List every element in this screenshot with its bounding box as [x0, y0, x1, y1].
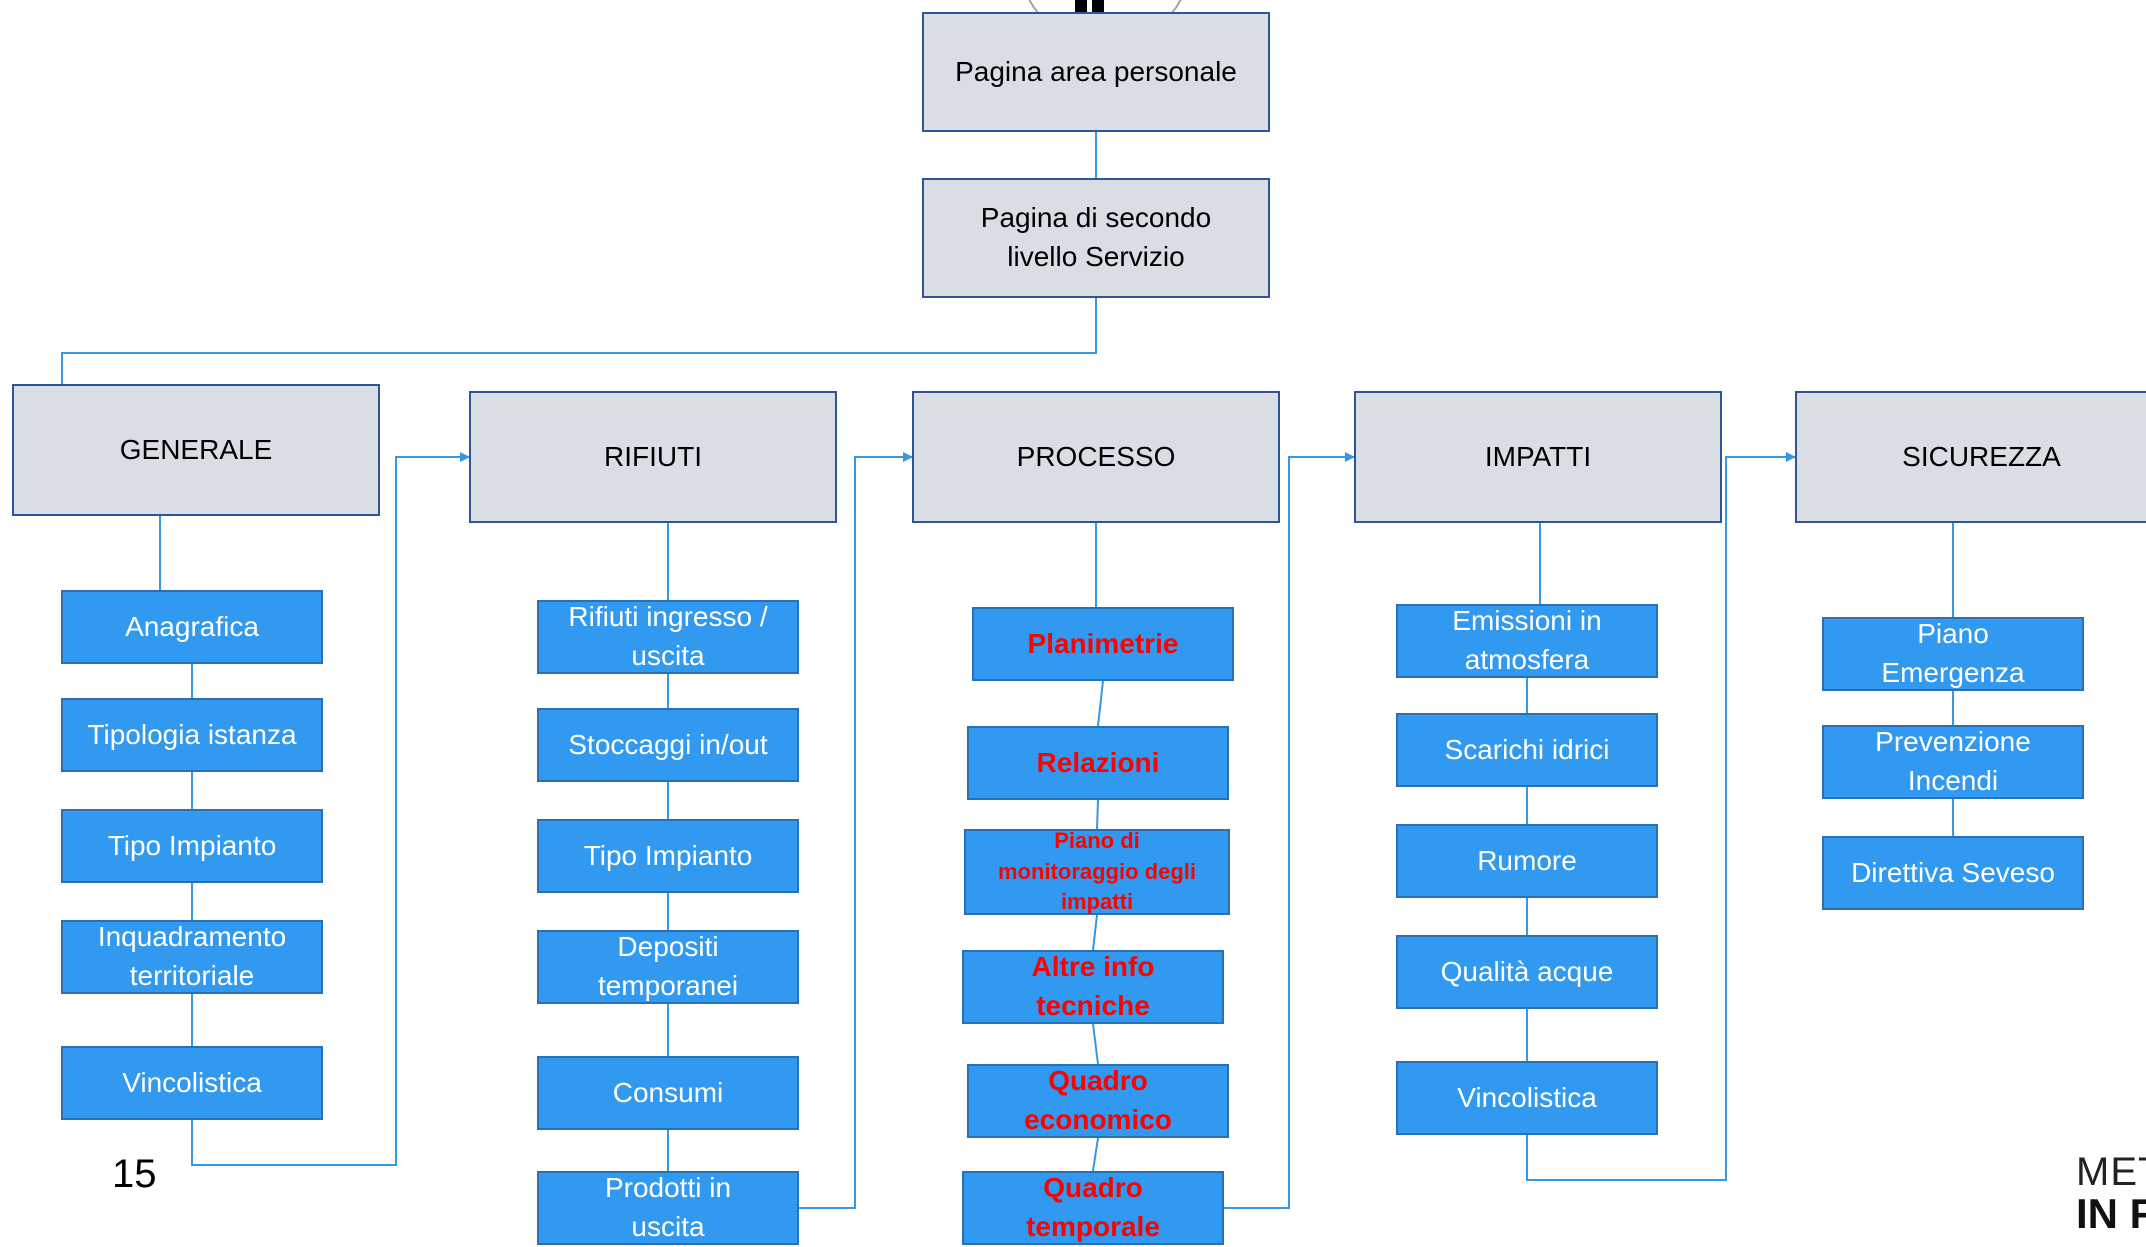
connector-line-1 [61, 298, 1097, 391]
generale-item-anagrafica[interactable]: Anagrafica [61, 590, 323, 664]
category-rifiuti-box[interactable]: RIFIUTI [469, 391, 837, 523]
rifiuti-item-consumi[interactable]: Consumi [537, 1056, 799, 1130]
category-processo-box[interactable]: PROCESSO [912, 391, 1280, 523]
processo-item-piano-monitoraggio[interactable]: Piano di monitoraggio degli impatti [964, 828, 1230, 915]
category-generale-box[interactable]: GENERALE [12, 384, 380, 516]
connector-line-21 [1092, 1023, 1099, 1065]
category-processo-label: PROCESSO [1016, 440, 1176, 472]
second-level-page-box[interactable]: Pagina di secondo livello Servizio [922, 178, 1270, 298]
category-sicurezza-box[interactable]: SICUREZZA [1795, 391, 2146, 523]
second-level-page-label: Pagina di secondo livello Servizio [980, 202, 1212, 272]
connector-line-22 [1092, 1137, 1099, 1172]
generale-item-vincolistica[interactable]: Vincolistica [61, 1046, 323, 1120]
rifiuti-item-tipo-impianto[interactable]: Tipo Impianto [537, 819, 799, 893]
connector-line-18 [1097, 680, 1104, 727]
page-number: 15 [112, 1152, 157, 1196]
impatti-item-emissioni-atmosfera[interactable]: Emissioni in atmosfera [1396, 604, 1658, 678]
personal-area-page-box[interactable]: Pagina area personale [922, 12, 1270, 132]
processo-item-relazioni[interactable]: Relazioni [967, 726, 1229, 800]
processo-item-quadro-temporale[interactable]: Quadro temporale [962, 1171, 1224, 1245]
sicurezza-item-direttiva-seveso[interactable]: Direttiva Seveso [1822, 836, 2084, 910]
connector-line-19 [1096, 799, 1099, 830]
personal-area-page-label: Pagina area personale [955, 55, 1237, 87]
processo-item-quadro-economico[interactable]: Quadro economico [967, 1064, 1229, 1138]
impatti-item-qualita-acque[interactable]: Qualità acque [1396, 935, 1658, 1009]
rifiuti-item-stoccaggi[interactable]: Stoccaggi in/out [537, 708, 799, 782]
category-impatti-box[interactable]: IMPATTI [1354, 391, 1722, 523]
brand-logo-line-1: MET [2076, 1150, 2146, 1194]
impatti-item-vincolistica[interactable]: Vincolistica [1396, 1061, 1658, 1135]
brand-logo-line-2: IN F [2076, 1190, 2146, 1237]
processo-item-planimetrie[interactable]: Planimetrie [972, 607, 1234, 681]
category-sicurezza-label: SICUREZZA [1902, 440, 2061, 472]
category-rifiuti-label: RIFIUTI [604, 440, 702, 472]
generale-item-inquadramento-territoriale[interactable]: Inquadramento territoriale [61, 920, 323, 994]
generale-item-tipo-impianto[interactable]: Tipo Impianto [61, 809, 323, 883]
sicurezza-item-prevenzione-incendi[interactable]: Prevenzione Incendi [1822, 725, 2084, 799]
brand-logo: MET IN F [2076, 1150, 2146, 1242]
sicurezza-item-piano-emergenza[interactable]: Piano Emergenza [1822, 617, 2084, 691]
category-impatti-label: IMPATTI [1484, 440, 1592, 472]
connector-line-3 [799, 452, 913, 1209]
generale-item-tipologia-istanza[interactable]: Tipologia istanza [61, 698, 323, 772]
category-generale-label: GENERALE [119, 433, 273, 465]
rifiuti-item-rifiuti-ingresso-uscita[interactable]: Rifiuti ingresso / uscita [537, 600, 799, 674]
impatti-item-rumore[interactable]: Rumore [1396, 824, 1658, 898]
connector-line-4 [1224, 452, 1355, 1209]
rifiuti-item-depositi-temporanei[interactable]: Depositi temporanei [537, 930, 799, 1004]
processo-item-altre-info-tecniche[interactable]: Altre info tecniche [962, 950, 1224, 1024]
connector-line-20 [1092, 914, 1098, 951]
impatti-item-scarichi-idrici[interactable]: Scarichi idrici [1396, 713, 1658, 787]
rifiuti-item-prodotti-in-uscita[interactable]: Prodotti in uscita [537, 1171, 799, 1245]
